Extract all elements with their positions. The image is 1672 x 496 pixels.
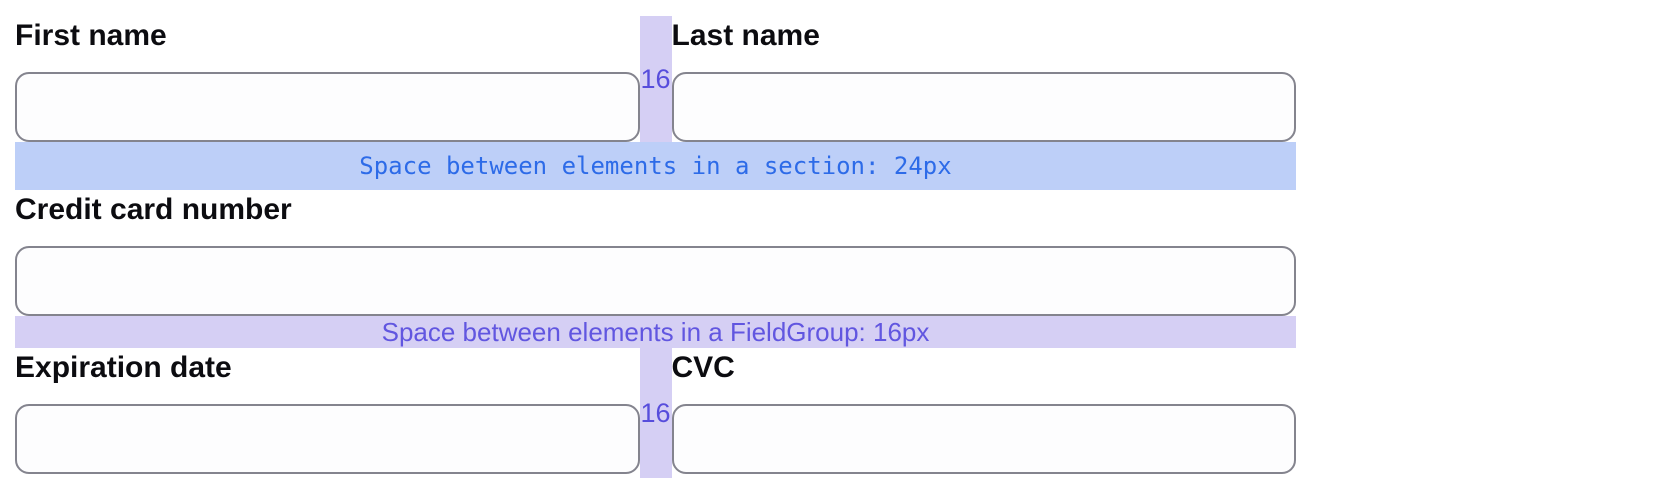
column-gap-indicator-row3: 16 xyxy=(639,348,672,478)
last-name-input[interactable] xyxy=(671,72,1296,142)
cvc-field: CVC xyxy=(671,348,1296,474)
payment-form: First name 16 Last name Space between el… xyxy=(15,0,1296,478)
first-name-label: First name xyxy=(15,19,167,52)
last-name-field: Last name xyxy=(671,16,1296,142)
expiration-date-field: Expiration date xyxy=(15,348,640,474)
credit-card-number-label: Credit card number xyxy=(15,193,292,226)
first-name-field: First name xyxy=(15,16,640,142)
column-gap-indicator-row1: 16 xyxy=(639,16,672,142)
cvc-label: CVC xyxy=(671,351,735,384)
expiration-date-label: Expiration date xyxy=(15,351,232,384)
first-name-input[interactable] xyxy=(15,72,640,142)
last-name-label: Last name xyxy=(671,19,820,52)
fieldgroup-gap-label: Space between elements in a FieldGroup: … xyxy=(381,316,930,347)
column-gap-value-row3: 16 xyxy=(640,397,671,428)
fieldgroup-gap-indicator: Space between elements in a FieldGroup: … xyxy=(15,316,1296,348)
credit-card-field-row: Credit card number xyxy=(15,190,1296,316)
credit-card-number-field: Credit card number xyxy=(15,190,1296,316)
section-gap-label: Space between elements in a section: 24p… xyxy=(359,152,952,180)
credit-card-number-input[interactable] xyxy=(15,246,1296,316)
section-gap-indicator: Space between elements in a section: 24p… xyxy=(15,142,1296,190)
expiry-cvc-field-row: Expiration date 16 CVC xyxy=(15,348,1296,478)
expiration-date-input[interactable] xyxy=(15,404,640,474)
name-field-row: First name 16 Last name xyxy=(15,16,1296,142)
column-gap-value-row1: 16 xyxy=(640,63,671,94)
cvc-input[interactable] xyxy=(671,404,1296,474)
